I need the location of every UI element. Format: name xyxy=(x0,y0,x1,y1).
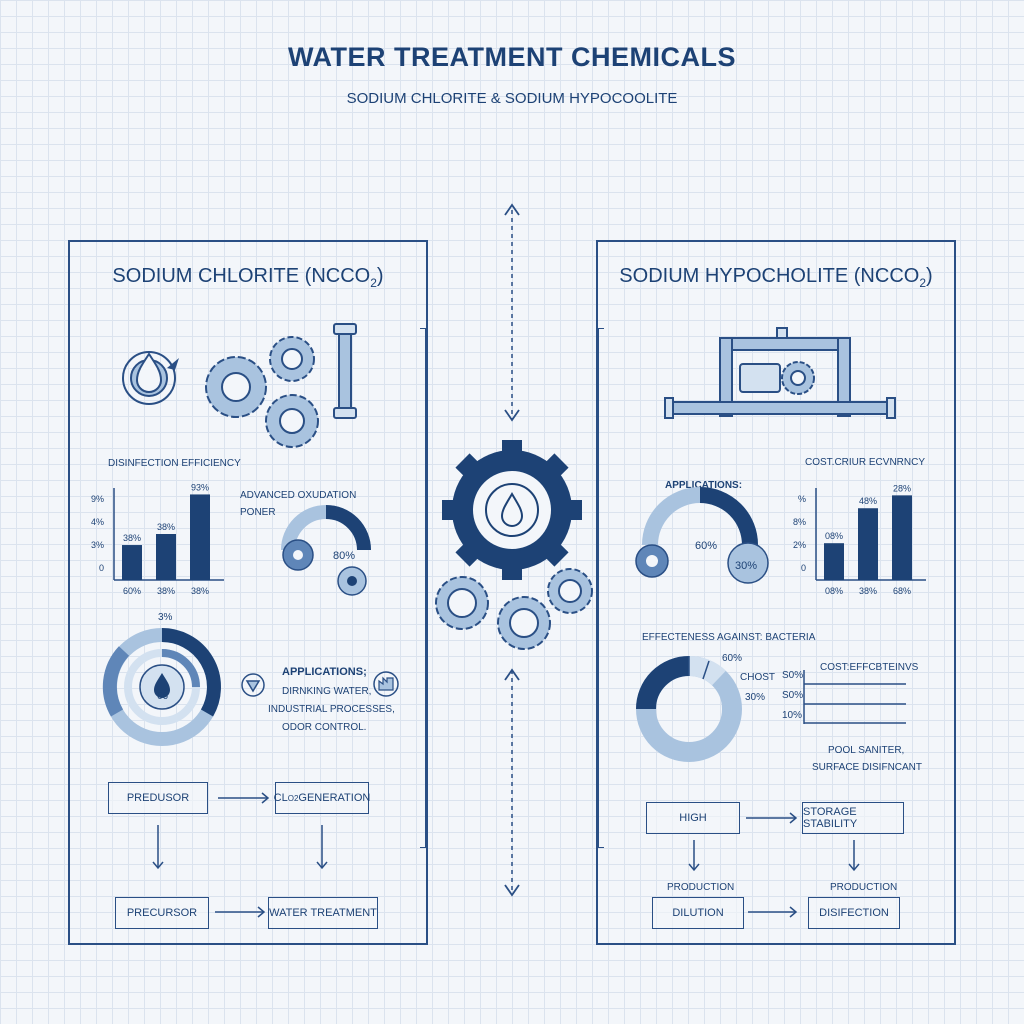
right-gauge-value-2: 30% xyxy=(735,560,758,572)
y-tick-label: 4% xyxy=(91,517,104,527)
right-donut-chart xyxy=(636,655,742,762)
right-flow-storage-stability: STORAGE STABILITY xyxy=(802,802,904,834)
y-tick-label: 0 xyxy=(801,563,806,573)
left-panel-rail xyxy=(420,328,426,848)
right-gauge xyxy=(635,487,769,584)
bar-data-label: 93% xyxy=(191,482,209,492)
cost-line-chart xyxy=(803,670,906,724)
cost-effectiveness-title: COST:EFFCBTEINVS xyxy=(820,662,919,673)
bar xyxy=(892,495,912,580)
sodium-hypochlorite-panel xyxy=(596,240,956,945)
pipe-icon xyxy=(333,323,357,419)
right-donut-label: CHOST xyxy=(740,672,775,683)
bar-data-label: 38% xyxy=(157,522,175,532)
y-tick-label: 3% xyxy=(91,540,104,550)
left-ring-chart xyxy=(102,628,221,746)
cost-tick: 10% xyxy=(782,710,803,721)
x-tick-label: 38% xyxy=(859,586,877,596)
bar xyxy=(858,508,878,580)
aop-label: ADVANCED OXUDATION xyxy=(240,490,357,501)
bar-data-label: 08% xyxy=(825,531,843,541)
right-bar-chart: % 8% 2% 0 08% 08% 48% 38% 28% 68% xyxy=(793,483,926,596)
left-bar-chart: 9% 4% 3% 0 38% 60% 38% 38% 93% 38% xyxy=(91,482,224,596)
left-flow-precursor: PRECURSOR xyxy=(115,897,209,929)
bar-data-label: 48% xyxy=(859,496,877,506)
gears-icon xyxy=(205,336,319,448)
x-tick-label: 08% xyxy=(825,586,843,596)
right-flow-arrows xyxy=(688,812,860,918)
right-gauge-value-1: 60% xyxy=(695,540,718,552)
y-tick-label: 8% xyxy=(793,517,806,527)
bar xyxy=(190,494,210,580)
left-application-item: ODOR CONTROL. xyxy=(282,722,367,733)
left-applications-heading: APPLICATIONS; xyxy=(282,666,367,678)
pump-pipeline-icon xyxy=(664,327,896,419)
page-title: WATER TREATMENT CHEMICALS xyxy=(288,42,736,72)
y-tick-label: % xyxy=(798,494,806,504)
right-flow-label-left: PRODUCTION xyxy=(667,882,735,893)
small-gears-icon xyxy=(435,568,593,650)
cost-tick: S0% xyxy=(782,670,804,681)
bar xyxy=(824,543,844,580)
right-panel-title: SODIUM HYPOCHOLITE (NCcO2) xyxy=(619,265,933,290)
left-chart-title: DISINFECTION EFFICIENCY xyxy=(108,458,241,469)
y-tick-label: 9% xyxy=(91,494,104,504)
right-flow-dilution: DILUTION xyxy=(652,897,744,929)
left-donut-center: 66 xyxy=(157,691,169,702)
right-donut-value-2: 30% xyxy=(745,692,766,703)
left-application-item: DIRNKING WATER, xyxy=(282,686,372,697)
left-gauge xyxy=(281,505,371,596)
factory-icon xyxy=(373,671,399,697)
left-flow-arrows xyxy=(152,792,328,918)
aop-label-2: PONER xyxy=(240,507,276,518)
left-flow-water-treatment: WATER TREATMENT xyxy=(268,897,378,929)
sodium-chlorite-panel xyxy=(68,240,428,945)
left-panel-title: SODIUM CHLORITE (NCcO2) xyxy=(112,265,384,290)
bar xyxy=(122,545,142,580)
right-use-item: POOL SANITER, xyxy=(828,745,905,756)
bar-data-label: 38% xyxy=(123,533,141,543)
left-gauge-value: 80% xyxy=(333,550,356,562)
right-chart-title: COST.CRIUR ECVNRNCY xyxy=(805,457,926,468)
x-tick-label: 68% xyxy=(893,586,911,596)
right-use-item: SURFACE DISIFNCANT xyxy=(812,762,923,773)
left-application-item: INDUSTRIAL PROCESSES, xyxy=(268,704,395,715)
right-flow-high: HIGH xyxy=(646,802,740,834)
left-flow-predusor: PREDUSOR xyxy=(108,782,208,814)
bar-data-label: 28% xyxy=(893,483,911,493)
left-donut-top-value: 3% xyxy=(158,612,173,623)
x-tick-label: 60% xyxy=(123,586,141,596)
right-panel-rail xyxy=(598,328,604,848)
shield-icon xyxy=(241,673,265,697)
y-tick-label: 2% xyxy=(793,540,806,550)
right-applications-label: APPLICATIONS: xyxy=(665,480,743,491)
center-gear-icon xyxy=(442,440,582,580)
page-subtitle: SODIUM CHLORITE & SODIUM HYPOCOOLITE xyxy=(346,90,678,107)
right-flow-label-right: PRODUCTION xyxy=(830,882,898,893)
right-donut-value-1: 60% xyxy=(722,653,743,664)
water-drop-icon xyxy=(122,351,179,405)
y-tick-label: 0 xyxy=(99,563,104,573)
cost-tick: S0% xyxy=(782,690,804,701)
right-flow-disinfection: DISIFECTION xyxy=(808,897,900,929)
effectiveness-label: EFFECTENESS AGAINST: BACTERIA xyxy=(642,632,816,643)
bar xyxy=(156,534,176,580)
x-tick-label: 38% xyxy=(191,586,209,596)
x-tick-label: 38% xyxy=(157,586,175,596)
